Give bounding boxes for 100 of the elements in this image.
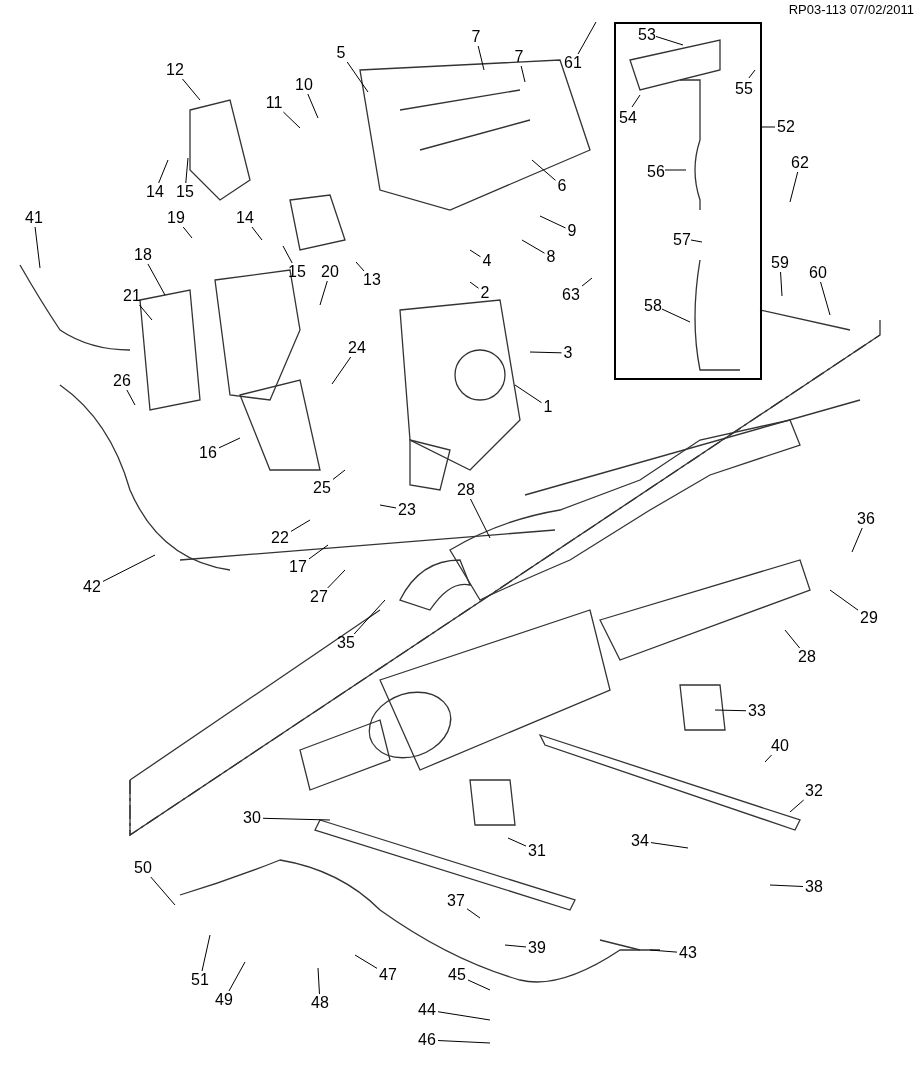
leader-line: [353, 599, 386, 635]
callout-number: 30: [240, 810, 264, 826]
leader-line: [764, 754, 773, 763]
callout-number: 15: [285, 264, 309, 280]
leader-line: [780, 271, 783, 297]
leader-line: [650, 842, 689, 849]
callout-number: 12: [163, 62, 187, 78]
leader-line: [514, 384, 542, 404]
callout-number: 7: [507, 49, 531, 65]
leader-line: [521, 239, 545, 254]
callout-number: 60: [806, 265, 830, 281]
callout-number: 46: [415, 1032, 439, 1048]
leader-line: [437, 1040, 491, 1044]
callout-number: 52: [774, 119, 798, 135]
callout-number: 32: [802, 783, 826, 799]
leader-line: [307, 93, 319, 119]
callout-number: 53: [635, 27, 659, 43]
leader-line: [470, 498, 491, 539]
leader-line: [664, 169, 687, 171]
callout-number: 29: [857, 610, 881, 626]
callout-number: 45: [445, 967, 469, 983]
callout-number: 51: [188, 972, 212, 988]
leader-line: [655, 35, 684, 46]
leader-line: [262, 817, 331, 821]
callout-number: 15: [173, 184, 197, 200]
leader-line: [784, 629, 801, 649]
callout-number: 31: [525, 843, 549, 859]
leader-line: [102, 554, 156, 582]
leader-line: [690, 239, 703, 243]
callout-number: 42: [80, 579, 104, 595]
leader-line: [317, 967, 320, 995]
callout-number: 44: [415, 1002, 439, 1018]
leader-line: [748, 69, 756, 79]
inset-frame: [614, 22, 762, 380]
callout-number: 50: [131, 860, 155, 876]
leader-line: [829, 589, 859, 611]
callout-number: 63: [559, 287, 583, 303]
callout-number: 25: [310, 480, 334, 496]
callout-number: 21: [120, 288, 144, 304]
callout-number: 9: [560, 223, 584, 239]
leader-line: [126, 389, 136, 406]
leader-line: [469, 249, 481, 258]
callout-number: 26: [110, 373, 134, 389]
callout-number: 40: [768, 738, 792, 754]
callout-number: 57: [670, 232, 694, 248]
leader-line: [251, 226, 263, 241]
leader-line: [150, 876, 176, 906]
callout-number: 19: [164, 210, 188, 226]
leader-line: [520, 65, 526, 83]
leader-line: [332, 469, 346, 480]
callout-number: 24: [345, 340, 369, 356]
leader-line: [346, 61, 369, 93]
leader-line: [504, 944, 527, 948]
leader-line: [507, 837, 527, 847]
leader-line: [218, 437, 241, 449]
callout-number: 27: [307, 589, 331, 605]
callout-number: 43: [676, 945, 700, 961]
callout-number: 4: [475, 253, 499, 269]
callout-number: 41: [22, 210, 46, 226]
callout-number: 59: [768, 255, 792, 271]
leader-line: [714, 709, 747, 712]
leader-line: [327, 569, 346, 589]
leader-line: [379, 504, 397, 509]
callout-number: 1: [536, 399, 560, 415]
callout-number: 49: [212, 992, 236, 1008]
leader-line: [331, 356, 352, 385]
callout-number: 39: [525, 940, 549, 956]
callout-number: 48: [308, 995, 332, 1011]
leader-line: [228, 961, 246, 992]
callout-number: 11: [262, 95, 286, 111]
leader-line: [34, 226, 41, 269]
callout-number: 23: [395, 502, 419, 518]
leader-line: [631, 94, 641, 108]
callout-number: 5: [329, 45, 353, 61]
callout-number: 38: [802, 879, 826, 895]
callout-number: 28: [795, 649, 819, 665]
drawing-reference: RP03-113 07/02/2011: [788, 2, 914, 17]
leader-line: [158, 159, 169, 184]
leader-line: [182, 78, 201, 101]
leader-line: [469, 281, 479, 289]
leader-line: [139, 304, 153, 321]
leader-line: [282, 245, 293, 264]
leader-line: [789, 799, 805, 813]
callout-number: 36: [854, 511, 878, 527]
leader-line: [789, 171, 799, 203]
callout-number: 14: [233, 210, 257, 226]
leader-line: [182, 226, 193, 239]
leader-line: [466, 908, 481, 919]
leader-line: [290, 519, 311, 532]
leader-line: [185, 157, 189, 184]
leader-line: [467, 979, 491, 991]
callout-number: 61: [561, 55, 585, 71]
callout-number: 34: [628, 833, 652, 849]
leader-line: [577, 21, 597, 55]
leader-line: [282, 111, 301, 129]
leader-line: [531, 159, 556, 181]
callout-number: 17: [286, 559, 310, 575]
callout-number: 7: [464, 29, 488, 45]
callout-number: 54: [616, 110, 640, 126]
leader-line: [319, 280, 328, 306]
